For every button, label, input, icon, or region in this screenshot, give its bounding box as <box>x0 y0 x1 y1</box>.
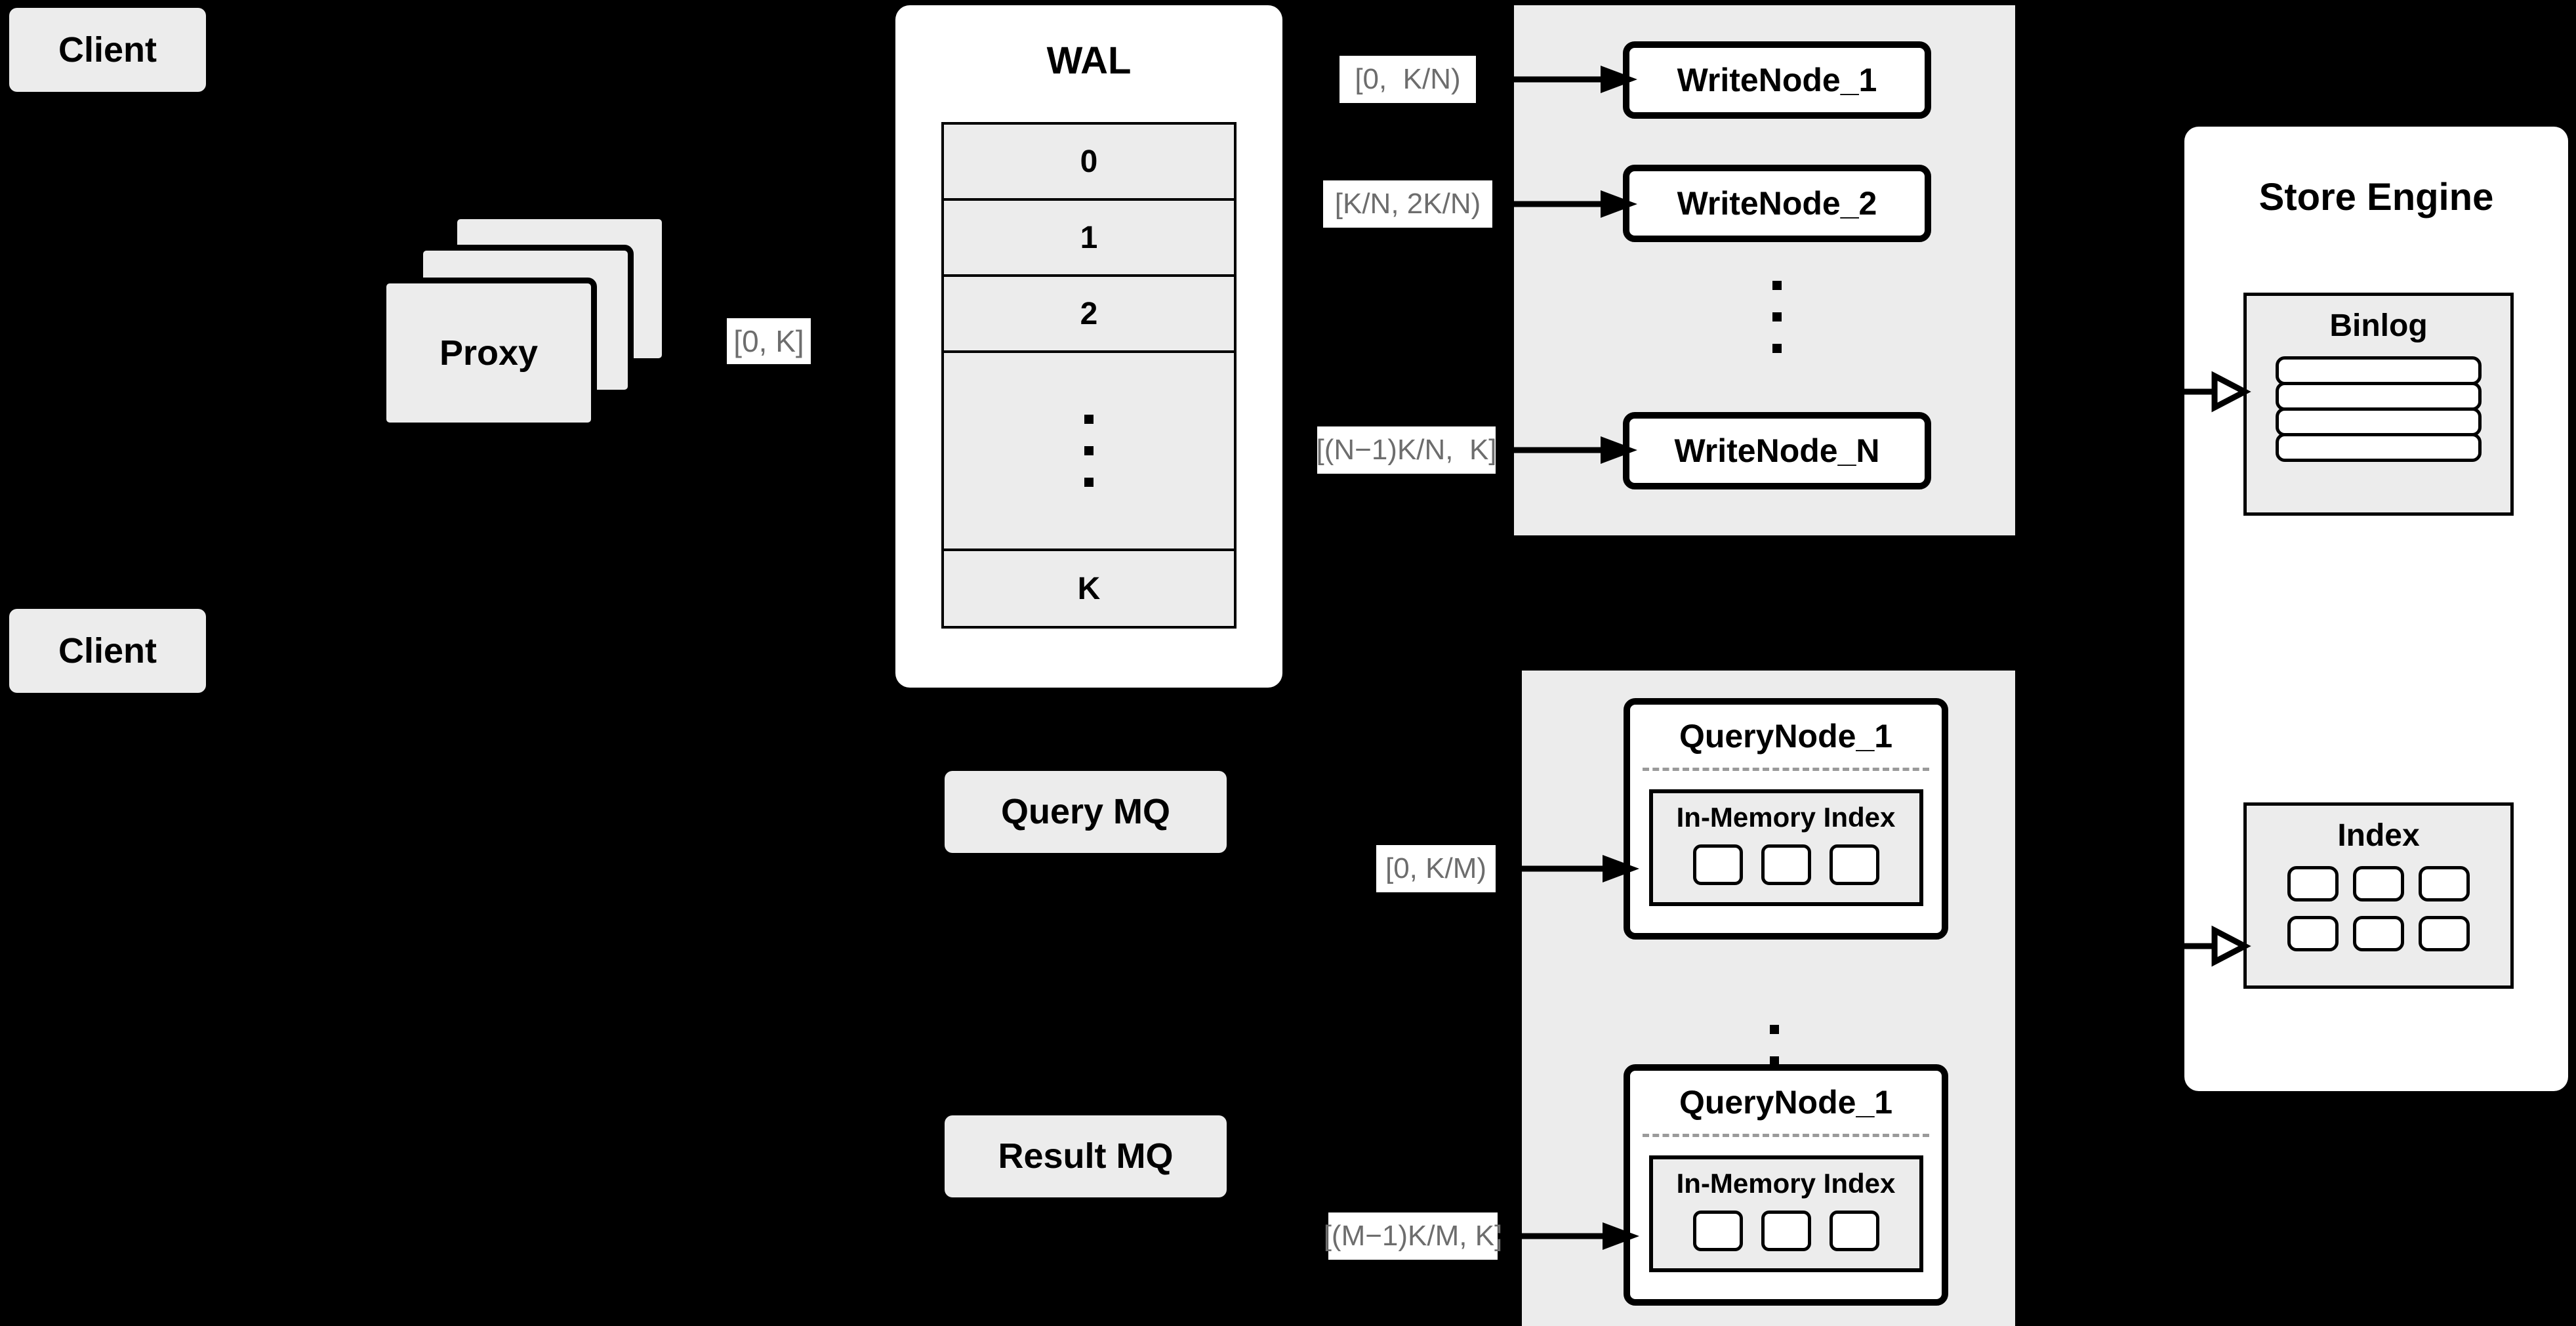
store-engine-panel: Store Engine Binlog Index <box>2184 127 2568 1091</box>
index-tile[interactable] <box>2353 916 2404 951</box>
index-tile[interactable] <box>2419 866 2470 901</box>
write-node-2-range-label: [K/N, 2K/N) <box>1323 180 1492 228</box>
proxy-range-label: [0, K] <box>727 318 811 364</box>
store-engine-title: Store Engine <box>2259 175 2494 218</box>
query-node-2-separator <box>1643 1134 1929 1137</box>
query-node-2-title: QueryNode_1 <box>1679 1083 1893 1121</box>
query-node-1-index-tile[interactable] <box>1829 844 1879 885</box>
query-cluster-panel: QueryNode_1 In-Memory Index QueryNode_1 <box>1522 671 2015 1326</box>
wal-row-0[interactable]: 0 <box>944 125 1234 201</box>
arrow-to-query-node-2 <box>1498 1222 1639 1250</box>
query-node-1-index-title: In-Memory Index <box>1676 801 1896 833</box>
binlog-title: Binlog <box>2329 308 2428 343</box>
wal-table: 0 1 2 K <box>941 122 1237 629</box>
client-box-2[interactable]: Client <box>9 609 206 693</box>
query-node-1-range-label: [0, K/M) <box>1376 845 1496 892</box>
proxy-card-front[interactable]: Proxy <box>380 278 597 428</box>
index-tile[interactable] <box>2287 866 2339 901</box>
query-node-2-index-tile[interactable] <box>1829 1211 1879 1251</box>
index-tile[interactable] <box>2419 916 2470 951</box>
query-node-2[interactable]: QueryNode_1 In-Memory Index <box>1624 1064 1948 1306</box>
proxy-label: Proxy <box>439 333 539 373</box>
result-mq-box[interactable]: Result MQ <box>945 1115 1227 1197</box>
arrow-to-write-node-n <box>1496 436 1637 464</box>
query-node-1-in-memory-index: In-Memory Index <box>1648 789 1923 906</box>
write-node-n-label: WriteNode_N <box>1674 432 1880 469</box>
query-node-1-separator <box>1643 768 1929 771</box>
write-cluster-panel: WriteNode_1 WriteNode_2 WriteNode_N <box>1514 5 2015 535</box>
query-node-1-index-tile[interactable] <box>1692 844 1743 885</box>
arrow-to-index <box>2184 925 2251 967</box>
wal-row-2[interactable]: 2 <box>944 277 1234 353</box>
arrow-to-write-node-2 <box>1496 190 1637 218</box>
client-box-1[interactable]: Client <box>9 8 206 92</box>
query-node-1-title: QueryNode_1 <box>1679 717 1893 755</box>
index-panel: Index <box>2243 802 2514 989</box>
arrow-to-query-node-1 <box>1498 855 1639 882</box>
binlog-strip[interactable] <box>2276 433 2482 462</box>
arrow-to-write-node-1 <box>1496 66 1637 93</box>
proxy-stack[interactable]: Proxy <box>380 213 669 436</box>
write-node-n[interactable]: WriteNode_N <box>1623 412 1931 489</box>
index-title: Index <box>2337 818 2420 853</box>
query-node-2-index-tile[interactable] <box>1692 1211 1743 1251</box>
binlog-strip[interactable] <box>2276 407 2482 436</box>
binlog-strip[interactable] <box>2276 382 2482 411</box>
query-node-2-index-tile[interactable] <box>1761 1211 1811 1251</box>
write-node-2[interactable]: WriteNode_2 <box>1623 165 1931 242</box>
write-node-1[interactable]: WriteNode_1 <box>1623 41 1931 119</box>
result-mq-label: Result MQ <box>998 1136 1174 1176</box>
write-node-1-range-label: [0, K/N) <box>1339 56 1476 103</box>
client-label-1: Client <box>58 30 157 70</box>
index-tile[interactable] <box>2353 866 2404 901</box>
index-tile[interactable] <box>2287 916 2339 951</box>
wal-row-k[interactable]: K <box>944 551 1234 626</box>
wal-title: WAL <box>1046 39 1132 82</box>
query-node-2-index-title: In-Memory Index <box>1676 1167 1896 1199</box>
write-node-1-label: WriteNode_1 <box>1677 61 1877 98</box>
write-cluster-ellipsis-icon <box>1765 281 1789 353</box>
query-node-2-in-memory-index: In-Memory Index <box>1648 1155 1923 1272</box>
client-label-2: Client <box>58 631 157 671</box>
query-mq-label: Query MQ <box>1000 792 1171 832</box>
arrow-to-binlog <box>2184 371 2251 413</box>
wal-row-1[interactable]: 1 <box>944 201 1234 277</box>
query-mq-box[interactable]: Query MQ <box>945 771 1227 853</box>
query-node-2-range-label: [(M−1)K/M, K] <box>1324 1212 1502 1260</box>
query-node-1-index-tile[interactable] <box>1761 844 1811 885</box>
binlog-strip[interactable] <box>2276 356 2482 385</box>
wal-row-ellipsis <box>944 353 1234 551</box>
write-node-n-range-label: [(N−1)K/N, K] <box>1316 426 1497 474</box>
write-node-2-label: WriteNode_2 <box>1677 184 1877 222</box>
wal-ellipsis-icon <box>1084 415 1094 487</box>
query-node-1[interactable]: QueryNode_1 In-Memory Index <box>1624 698 1948 940</box>
wal-panel: WAL 0 1 2 K <box>895 5 1282 688</box>
binlog-panel: Binlog <box>2243 293 2514 516</box>
